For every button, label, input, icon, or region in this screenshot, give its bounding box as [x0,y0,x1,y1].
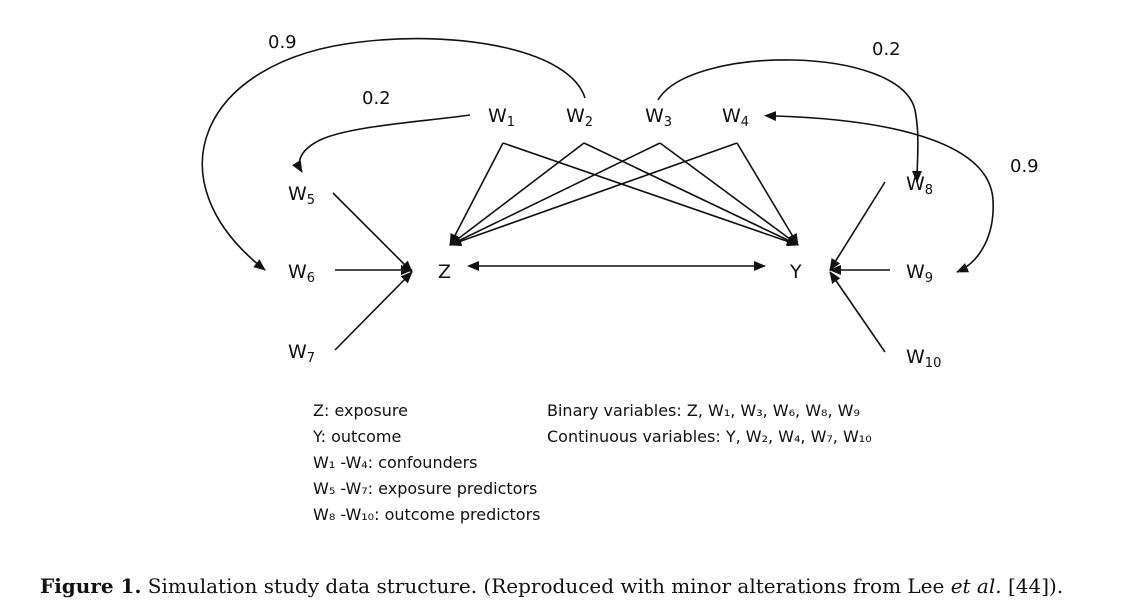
node-w3: W3 [645,105,672,130]
edge-w1-z [449,142,504,246]
edge-w3-y [659,142,799,246]
node-w1: W1 [488,105,515,130]
legend-item: W₁ -W₄: confounders [313,453,478,472]
weight-w1-w5: 0.2 [362,88,391,109]
weight-w4-w9: 0.9 [1010,156,1039,177]
legend-item: W₅ -W₇: exposure predictors [313,479,538,498]
weight-w2-w6: 0.9 [268,32,297,53]
node-w6: W6 [288,261,315,286]
legend-item: W₈ -W₁₀: outcome predictors [313,505,541,524]
edge-w5-z [332,192,413,273]
legend-item: Z: exposure [313,401,408,420]
edge-w4-y [736,142,799,246]
edge-w3-z [449,142,661,246]
node-w7: W7 [288,341,315,366]
node-w2: W2 [566,105,593,130]
edge-w4-w9 [764,111,994,273]
figure-caption: Figure 1. Simulation study data structur… [40,574,1063,598]
node-w5: W5 [288,183,315,208]
node-y: Y [789,261,802,283]
legend-item: Binary variables: Z, W₁, W₃, W₆, W₈, W₉ [547,401,860,420]
caption-text-end: [44]). [1001,574,1064,598]
edge-w1-w5 [292,114,471,173]
weight-w3-w8: 0.2 [872,39,901,60]
caption-text: Simulation study data structure. (Reprod… [141,574,951,598]
edge-w2-w6 [201,37,586,271]
caption-label: Figure 1. [40,574,142,598]
edge-w4-z [449,142,738,247]
edge-w10-y [829,271,886,353]
edge-w8-y [829,181,886,271]
caption-italic: et al. [950,574,1002,598]
node-w9: W9 [906,261,933,286]
edge-w2-y [583,142,799,246]
legend-left: Z: exposure Y: outcome W₁ -W₄: confounde… [313,398,540,528]
node-w4: W4 [722,105,749,130]
node-w8: W8 [906,173,933,198]
node-w10: W10 [906,346,941,371]
edge-w1-y [502,142,799,247]
node-z: Z [438,261,451,283]
legend-item: Continuous variables: Y, W₂, W₄, W₇, W₁₀ [547,427,872,446]
edge-w7-z [334,271,413,351]
legend-right: Binary variables: Z, W₁, W₃, W₆, W₈, W₉ … [547,398,872,450]
edge-w2-z [449,142,585,246]
legend-item: Y: outcome [313,427,402,446]
edge-w3-w8 [657,59,923,183]
